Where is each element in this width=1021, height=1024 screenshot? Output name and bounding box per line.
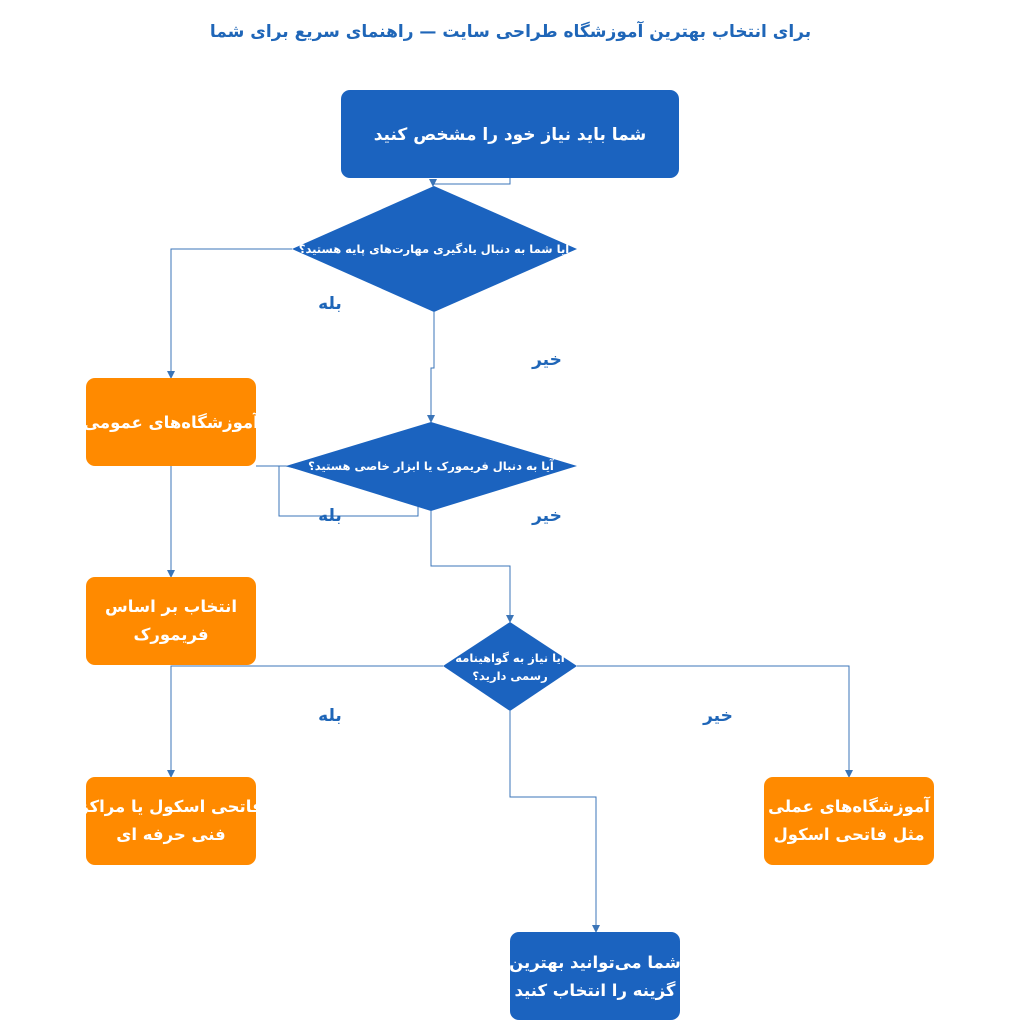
start-node [341, 90, 679, 178]
basic-no-label: خیر [531, 350, 562, 370]
fatehi-centers-line-2: فنی حرفه ای [116, 825, 225, 845]
end-node-line-1: شما می‌توانید بهترین [509, 953, 681, 973]
practical-schools-line-1: آموزشگاه‌های عملی [768, 795, 930, 817]
general-schools-node [86, 378, 256, 466]
edge-q1-no [427, 312, 435, 423]
decision-basic-skills-label: آیا شما به دنبال یادگیری مهارت‌های پایه … [299, 242, 570, 256]
fatehi-centers-node [86, 777, 256, 865]
edge-q1-yes [167, 248, 292, 379]
certificate-no-label: خیر [702, 706, 733, 726]
framework-choice-line-1: انتخاب بر اساس [105, 597, 237, 617]
fatehi-centers-line-1: فاتحی اسکول یا مراکز [78, 797, 263, 817]
edge-q2-no [430, 511, 514, 623]
end-node-line-2: گزینه را انتخاب کنید [514, 980, 675, 1001]
edge-q3-no [577, 665, 853, 778]
practical-schools-node [764, 777, 934, 865]
framework-choice-line-2: فریمورک [133, 625, 208, 645]
certificate-yes-label: بله [318, 706, 342, 726]
edge-start-to-q1 [429, 178, 511, 187]
start-node-label: شما باید نیاز خود را مشخص کنید [374, 125, 647, 145]
framework-yes-label: بله [318, 506, 342, 526]
decision-certificate [443, 622, 577, 711]
end-node [510, 932, 680, 1020]
page-title: برای انتخاب بهترین آموزشگاه طراحی سایت —… [209, 22, 812, 42]
edge-q3-yes [167, 665, 443, 778]
decision-framework-label: آیا به دنبال فریمورک یا ابزار خاصی هستید… [308, 459, 555, 474]
framework-no-label: خیر [531, 506, 562, 526]
decision-basic-skills [292, 186, 577, 312]
general-schools-label: آموزشگاه‌های عمومی [83, 411, 259, 433]
edge-q3-end [509, 711, 600, 933]
decision-certificate-line-2: رسمی دارید؟ [472, 669, 547, 683]
framework-choice-node [86, 577, 256, 665]
practical-schools-line-2: مثل فاتحی اسکول [773, 825, 924, 845]
decision-framework [286, 422, 577, 511]
basic-yes-label: بله [318, 294, 342, 314]
decision-certificate-line-1: آیا نیاز به گواهینامه [455, 651, 566, 666]
